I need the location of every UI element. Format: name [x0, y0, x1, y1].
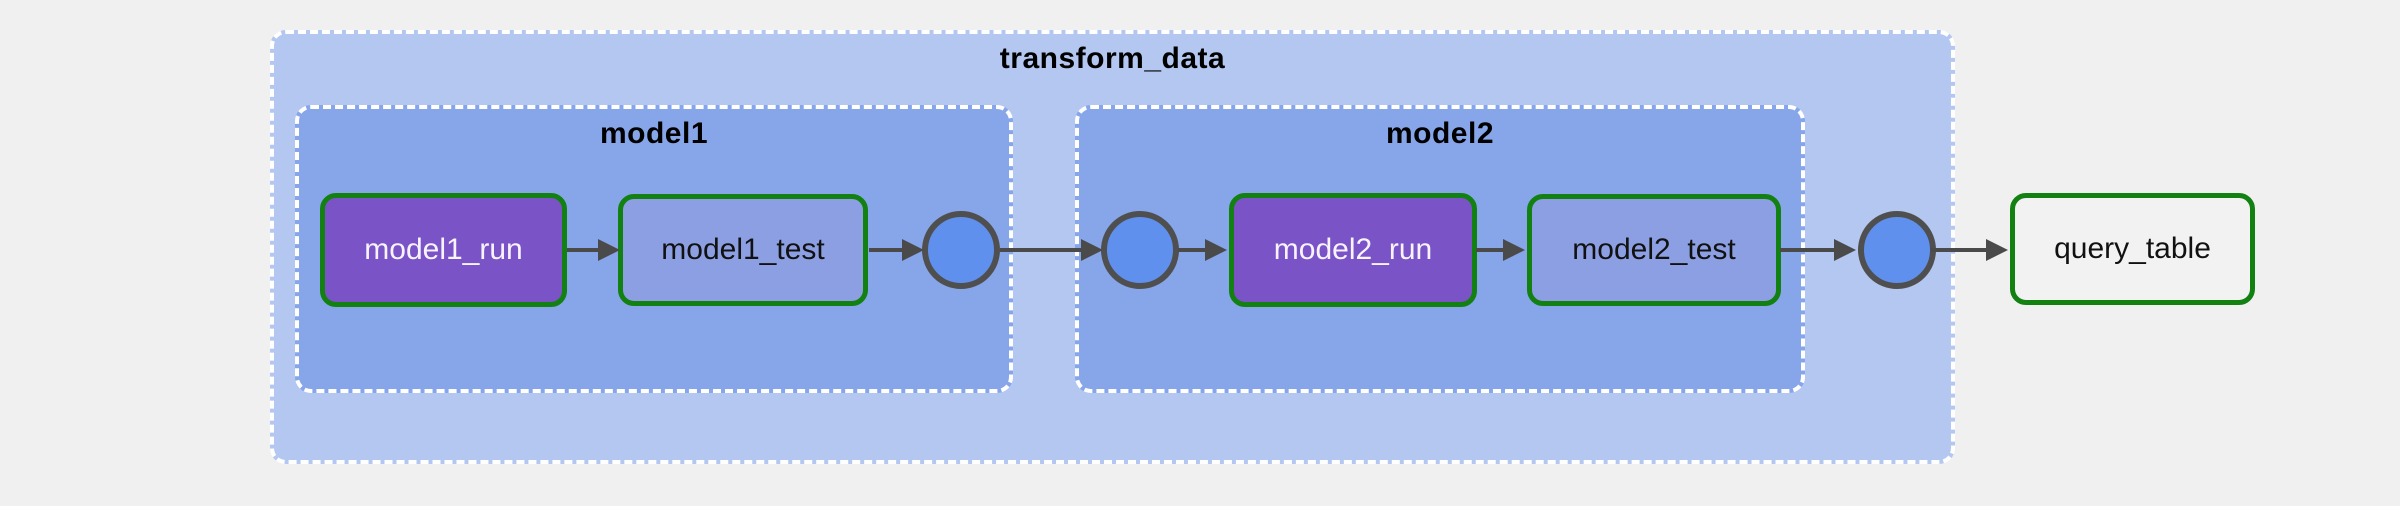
join-node-transform-data-downstream[interactable] [1858, 211, 1936, 289]
task-node-model1-run[interactable]: model1_run [320, 193, 567, 307]
task-node-model1-test[interactable]: model1_test [618, 194, 868, 306]
task-group-model1-label: model1 [599, 117, 709, 150]
join-node-model2-upstream[interactable] [1101, 211, 1179, 289]
task-node-query-table[interactable]: query_table [2010, 193, 2255, 305]
task-node-model1-test-label: model1_test [661, 233, 825, 266]
task-node-model1-run-label: model1_run [364, 233, 523, 266]
task-group-model2-label: model2 [1385, 117, 1495, 150]
task-group-model2[interactable]: model2 model2_run model2_test [1075, 105, 1805, 393]
task-group-model1[interactable]: model1 model1_run model1_test [295, 105, 1013, 393]
task-node-model2-test[interactable]: model2_test [1527, 194, 1781, 306]
task-node-model2-run[interactable]: model2_run [1229, 193, 1477, 307]
task-group-transform-data-label: transform_data [999, 42, 1226, 75]
task-node-model2-test-label: model2_test [1572, 233, 1736, 266]
task-group-transform-data[interactable]: transform_data model1 model1_run model1_… [270, 30, 1955, 464]
arrowhead-icon [1986, 239, 2008, 261]
task-node-query-table-label: query_table [2054, 232, 2211, 265]
task-node-model2-run-label: model2_run [1273, 233, 1433, 266]
join-node-model1-downstream[interactable] [922, 211, 1000, 289]
